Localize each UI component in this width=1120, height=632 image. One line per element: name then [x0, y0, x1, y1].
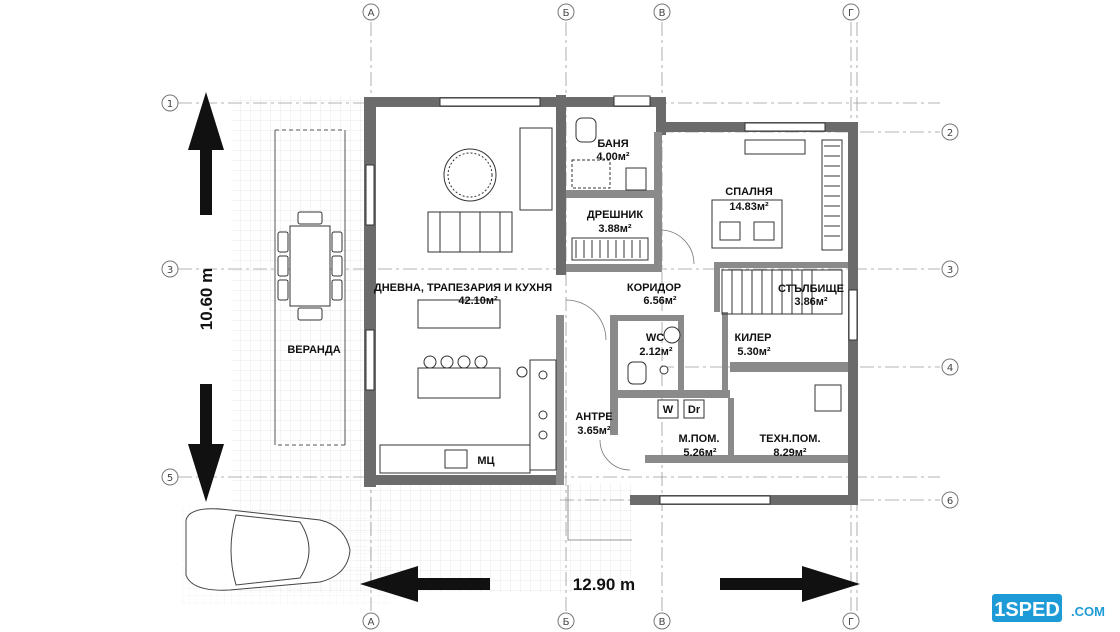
room-name-bedroom: СПАЛНЯ	[725, 186, 773, 198]
living-furniture	[379, 127, 557, 474]
axis-label-4: 4	[947, 363, 953, 374]
axis-label-5: 5	[167, 473, 173, 484]
logo-text: 1SPED	[994, 599, 1060, 621]
bath-fixtures	[571, 117, 647, 191]
room-name-wc: WC	[646, 332, 664, 344]
veranda-dining-table	[277, 211, 343, 321]
axis-label-3-right: 3	[947, 265, 953, 276]
axis-bubble-6: 6	[941, 491, 959, 509]
axis-bubble-2: 2	[941, 123, 959, 141]
room-area-living: 42.10м²	[458, 295, 498, 307]
wardrobe-rods	[571, 139, 843, 261]
room-name-entry: АНТРЕ	[575, 411, 612, 423]
room-name-corridor: КОРИДОР	[627, 282, 681, 294]
room-labels: БАНЯ 4.00м² СПАЛНЯ 14.83м² ДРЕШНИК 3.88м…	[287, 138, 844, 459]
width-dimension: 12.90 m	[573, 575, 635, 594]
axis-label-b-bottom: Б	[563, 617, 570, 628]
dryer-label: Dr	[688, 404, 701, 416]
room-name-living: ДНЕВНА, ТРАПЕЗАРИЯ И КУХНЯ	[374, 282, 552, 294]
laundry-appliances	[657, 384, 842, 419]
site-logo: 1SPED .COM	[992, 594, 1105, 622]
axis-bubble-a-top: А	[362, 3, 380, 21]
room-area-bath: 4.00м²	[596, 151, 630, 163]
axis-label-6: 6	[947, 496, 953, 507]
axis-bubble-1: 1	[161, 94, 179, 112]
axis-bubble-4: 4	[941, 358, 959, 376]
height-dimension: 10.60 m	[197, 268, 216, 330]
axis-bubble-a-bottom: А	[362, 612, 380, 630]
axis-bubble-3-right: 3	[941, 260, 959, 278]
room-area-bedroom: 14.83м²	[729, 201, 769, 213]
axis-label-d-bottom: Г	[848, 617, 854, 628]
room-area-corridor: 6.56м²	[643, 295, 677, 307]
width-arrow-left	[360, 566, 490, 602]
axis-label-c-top: В	[659, 8, 666, 19]
interior-walls	[556, 132, 848, 485]
axis-bubbles-columns-top: А Б В Г	[362, 3, 860, 21]
axis-label-d-top: Г	[848, 8, 854, 19]
axis-label-a-top: А	[368, 8, 375, 19]
room-area-technical: 8.29м²	[773, 447, 807, 459]
room-area-wardrobe: 3.88м²	[598, 223, 632, 235]
axis-bubble-3-left: 3	[161, 260, 179, 278]
axis-bubbles-rows: 1 3 5 2 3 4 6	[161, 94, 959, 509]
height-arrow-down	[188, 384, 224, 502]
room-name-wardrobe: ДРЕШНИК	[587, 209, 643, 221]
room-name-utility: М.ПОМ.	[679, 433, 720, 445]
axis-label-a-bottom: А	[368, 617, 375, 628]
axis-bubble-d-top: Г	[842, 3, 860, 21]
room-name-veranda: ВЕРАНДА	[287, 344, 340, 356]
dishwasher-label: MЦ	[477, 455, 494, 467]
axis-label-3-left: 3	[167, 265, 173, 276]
axis-label-b-top: Б	[563, 8, 570, 19]
room-area-pantry: 5.30м²	[737, 346, 771, 358]
room-name-stair: СТЪЛБИЩЕ	[778, 283, 844, 295]
axis-bubble-b-bottom: Б	[557, 612, 575, 630]
axis-label-1: 1	[167, 99, 173, 110]
room-name-bath: БАНЯ	[597, 138, 628, 150]
veranda-frame	[274, 129, 346, 446]
room-area-entry: 3.65м²	[577, 425, 611, 437]
axis-bubble-d-bottom: Г	[842, 612, 860, 630]
logo-badge	[992, 594, 1062, 622]
wc-fixtures	[627, 326, 681, 385]
room-area-utility: 5.26м²	[683, 447, 717, 459]
axis-bubble-b-top: Б	[557, 3, 575, 21]
dimension-arrows	[188, 92, 860, 602]
height-arrow-up	[188, 92, 224, 215]
washer-label: W	[663, 404, 674, 416]
logo-suffix: .COM	[1071, 604, 1105, 619]
axis-label-c-bottom: В	[659, 617, 666, 628]
axis-bubble-5: 5	[161, 468, 179, 486]
width-arrow-right	[720, 566, 860, 602]
room-area-wc: 2.12м²	[639, 346, 673, 358]
axis-bubble-c-bottom: В	[653, 612, 671, 630]
door-swings	[565, 229, 695, 541]
stair-treads	[721, 269, 843, 315]
room-name-technical: ТЕХН.ПОМ.	[759, 433, 820, 445]
car	[185, 508, 351, 591]
bedroom-bed	[711, 139, 806, 249]
windows	[365, 95, 858, 505]
room-area-stair: 3.86м²	[794, 296, 828, 308]
axis-bubbles-columns-bottom: А Б В Г	[362, 612, 860, 630]
axis-label-2: 2	[947, 128, 953, 139]
axis-bubble-c-top: В	[653, 3, 671, 21]
room-name-pantry: КИЛЕР	[734, 332, 771, 344]
